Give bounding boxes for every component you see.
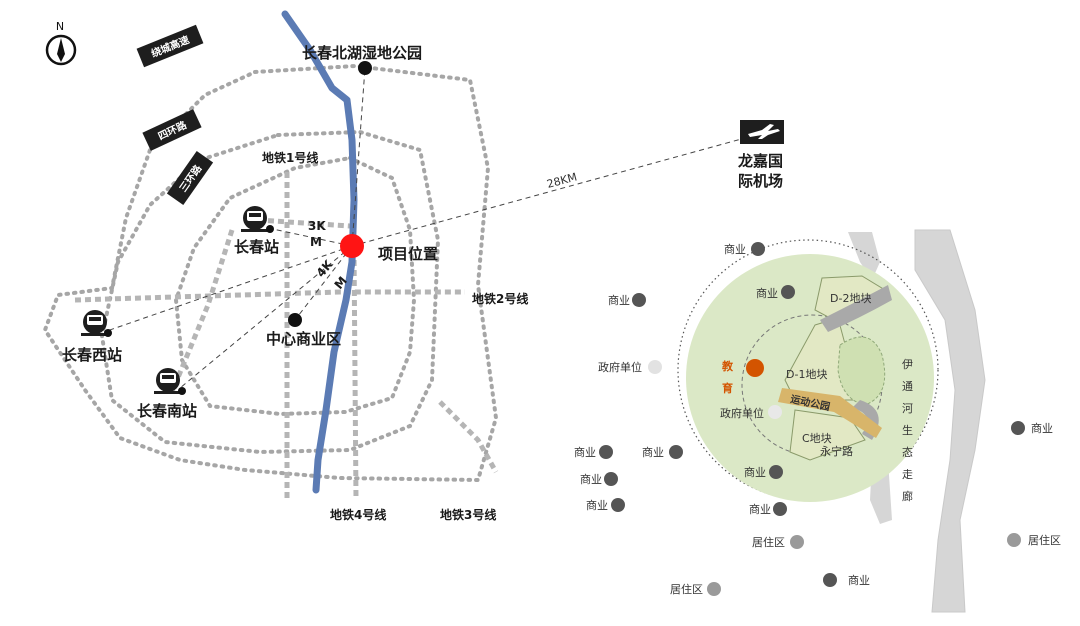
svg-text:商业: 商业 [756,286,778,300]
corridor-label-1: 伊 [902,358,913,371]
commerce-poi: 商业 [608,293,646,307]
cbd-distance-a: 4K [314,257,337,280]
plot-c [789,409,866,461]
svg-text:商业: 商业 [586,498,608,512]
metro-line-2 [74,289,465,303]
gov-outer-label: 政府单位 [598,360,642,374]
corridor-label-5: 态 [902,446,913,459]
education-label-2: 育 [722,381,733,395]
project-label: 项目位置 [378,245,438,263]
gov-outer-marker [648,360,662,374]
airplane-icon [740,120,784,144]
sports-park [778,388,882,438]
residential-poi: 居住区 [1007,533,1061,547]
svg-text:商业: 商业 [848,573,870,587]
corridor-label-7: 廊 [902,489,913,503]
svg-text:商业: 商业 [724,242,746,256]
residential-poi: 居住区 [752,535,804,549]
compass-north-icon: N [45,20,77,66]
expressway-ring [42,63,499,483]
commerce-poi: 商业 [749,502,787,516]
gov-label: 政府单位 [720,406,764,420]
metro-line-3-label: 地铁3号线 [440,507,496,522]
expressway-tag: 绕城高速 [136,24,204,68]
corridor-label-2: 通 [902,380,913,393]
south-station-marker [178,387,186,395]
metro-line-2-label: 地铁2号线 [472,291,528,306]
cbd-line [294,245,353,321]
education-label-1: 教 [721,359,734,373]
svg-text:商业: 商业 [580,472,602,486]
commerce-poi: 商业 [580,472,618,486]
train-icon [81,310,109,336]
svg-text:居住区: 居住区 [1028,533,1061,547]
south-station-label: 长春南站 [137,402,197,420]
commerce-poi: 商业 [724,242,765,256]
residential-poi: 居住区 [670,582,721,596]
road-label: 永宁路 [820,444,853,458]
cbd-marker [288,313,302,327]
station-marker [266,225,274,233]
svg-text:商业: 商业 [1031,421,1053,435]
svg-text:商业: 商业 [749,502,771,516]
commerce-poi: 商业 [744,465,783,479]
grey-road-band [820,285,892,332]
plot-d2-label: D-2地块 [830,292,871,305]
south-station-line [179,245,353,389]
west-station-marker [104,329,112,337]
commerce-poi: 商业 [642,445,683,459]
train-icon [154,368,182,394]
station-distance-a: 3K [308,219,326,233]
station-label: 长春站 [234,238,279,256]
west-station-line [103,245,353,333]
svg-text:商业: 商业 [574,445,596,459]
svg-text:商业: 商业 [608,293,630,307]
plot-d1-label: D-1地块 [786,368,827,381]
svg-text:商业: 商业 [744,465,766,479]
corridor-label-3: 河 [902,402,913,415]
ring3-tag: 三环路 [166,150,214,206]
yitong-river [281,10,358,494]
cbd-label: 中心商业区 [266,330,341,348]
corridor-strip [848,232,892,524]
gov-marker [768,405,782,419]
metro-line-3 [169,217,351,393]
corridor-label-4: 生 [902,423,913,437]
station-distance-b: M [310,235,322,249]
commerce-poi: 商业 [756,285,795,300]
metro-line-4 [351,249,359,501]
commerce-poi: 商业 [574,445,613,459]
airport-label-line1: 龙嘉国 [737,152,783,170]
commerce-poi: 商业 [586,498,625,512]
commerce-poi: 商业 [1011,421,1053,435]
wetland-marker [358,61,372,75]
train-icon [241,206,269,232]
river-corridor [914,229,986,613]
svg-text:N: N [56,20,64,33]
ring4-tag: 四环路 [142,109,202,151]
svg-text:居住区: 居住区 [670,582,703,596]
green-hill [837,336,886,406]
project-marker [340,234,364,258]
wetland-line [351,67,366,247]
airport-distance-line [351,137,746,247]
corridor-label-6: 走 [902,468,913,481]
commerce-poi: 商业 [823,573,870,587]
site-outer-ring [677,239,939,501]
metro-line-1-label: 地铁1号线 [262,150,318,165]
svg-text:居住区: 居住区 [752,535,785,549]
svg-text:商业: 商业 [642,445,664,459]
metro-line-3-east [438,400,499,474]
metro-line-4-label: 地铁4号线 [330,507,386,522]
third-ring [173,155,417,417]
west-station-label: 长春西站 [62,346,122,364]
education-marker [746,359,764,377]
wetland-label: 长春北湖湿地公园 [302,44,422,62]
fourth-ring [99,129,441,455]
airport-label-line2: 际机场 [738,172,783,190]
plot-c-label: C地块 [802,432,832,445]
